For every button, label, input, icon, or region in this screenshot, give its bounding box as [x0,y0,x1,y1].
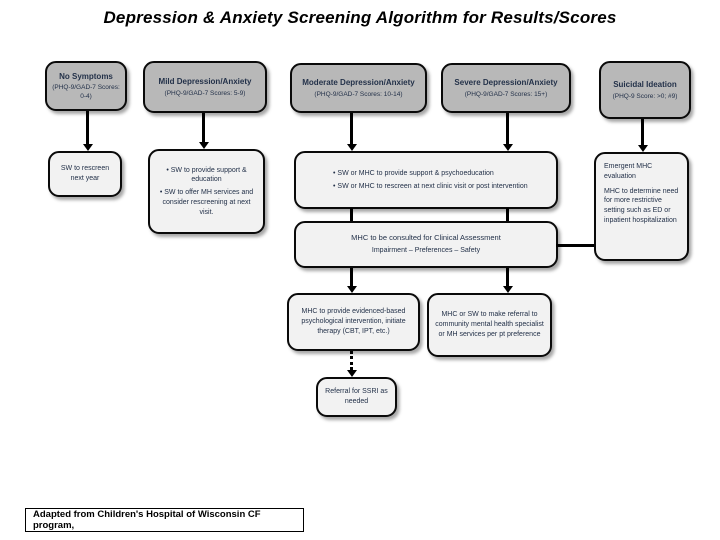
box-no-symptoms-label: No Symptoms [59,71,113,81]
box-no-symptoms-sub: (PHQ-9/GAD-7 Scores: 0-4) [52,84,120,101]
connector-action-to-consult-left [346,208,357,221]
box-rescreen: SW to rescreen next year [48,151,122,197]
emergent-mhc-line: Emergent MHC evaluation [604,163,653,180]
box-rescreen-text: SW to rescreen next year [60,165,110,182]
ssri-referral-text: Referral for SSRI as needed [325,388,388,405]
connector-action-to-consult-right [502,208,513,221]
arrowhead-icon [346,144,357,151]
connector-mild-down-arrow [198,113,209,149]
connector-line [506,113,509,144]
mild-action-bullets: SW to provide support & education SW to … [155,163,258,221]
community-referral-text: MHC or SW to make referral to community … [435,311,544,338]
moderate-severe-bullet: SW or MHC to rescreen at next clinic vis… [333,182,551,192]
connector-line [506,208,509,221]
box-community-referral: MHC or SW to make referral to community … [427,293,552,357]
box-moderate-severe-action: SW or MHC to provide support & psychoedu… [294,151,558,209]
box-suicidal-sub: (PHQ-9 Score: >0; #9) [612,92,678,100]
connector-dotted-line [350,351,353,370]
box-mild-action: SW to provide support & education SW to … [148,149,265,234]
emergent-mhc-text: Emergent MHC evaluation MHC to determine… [601,157,682,231]
mild-action-bullet: SW to provide support & education [155,166,258,186]
page-title: Depression & Anxiety Screening Algorithm… [103,8,617,27]
connector-dotted-to-ssri-arrow [346,351,357,377]
connector-line [350,208,353,221]
box-no-symptoms: No Symptoms (PHQ-9/GAD-7 Scores: 0-4) [45,61,127,111]
box-moderate: Moderate Depression/Anxiety (PHQ-9/GAD-7… [290,63,427,113]
attribution-note: Adapted from Children's Hospital of Wisc… [25,508,304,532]
connector-consult-to-referral-arrow [502,268,513,293]
connector-line [350,268,353,286]
connector-severe-down-arrow [502,113,513,151]
box-emergent-mhc: Emergent MHC evaluation MHC to determine… [594,152,689,261]
arrowhead-icon [502,286,513,293]
box-moderate-sub: (PHQ-9/GAD-7 Scores: 10-14) [314,90,403,98]
connector-moderate-down-arrow [346,113,357,151]
connector-consult-to-emergent [556,244,594,247]
connector-line [641,119,644,145]
connector-consult-to-evidence-arrow [346,268,357,293]
arrowhead-icon [346,286,357,293]
box-mild-label: Mild Depression/Anxiety [158,77,252,87]
moderate-severe-bullets: SW or MHC to provide support & psychoedu… [301,166,551,195]
emergent-mhc-line: MHC to determine need for more restricti… [604,187,679,224]
arrowhead-icon [346,370,357,377]
arrowhead-icon [82,144,93,151]
evidence-based-text: MHC to provide evidenced-based psycholog… [301,308,406,335]
arrowhead-icon [198,142,209,149]
connector-line [506,268,509,286]
connector-line [350,113,353,144]
box-ssri-referral: Referral for SSRI as needed [316,377,397,417]
box-suicidal-label: Suicidal Ideation [613,80,677,90]
arrowhead-icon [502,144,513,151]
moderate-severe-bullet: SW or MHC to provide support & psychoedu… [333,169,551,179]
mild-action-bullet: SW to offer MH services and consider res… [155,188,258,217]
mhc-consult-line2: Impairment – Preferences – Safety [371,246,481,254]
connector-line [86,111,89,144]
box-moderate-label: Moderate Depression/Anxiety [302,78,415,88]
box-mild: Mild Depression/Anxiety (PHQ-9/GAD-7 Sco… [143,61,267,113]
box-severe-label: Severe Depression/Anxiety [454,78,558,88]
connector-suicidal-down-arrow [637,119,648,152]
connector-no-symptoms-down-arrow [82,111,93,151]
box-evidence-based-intervention: MHC to provide evidenced-based psycholog… [287,293,420,351]
mhc-consult-line1: MHC to be consulted for Clinical Assessm… [351,233,501,243]
box-severe: Severe Depression/Anxiety (PHQ-9/GAD-7 S… [441,63,571,113]
connector-line [202,113,205,142]
box-mild-sub: (PHQ-9/GAD-7 Scores: 5-9) [164,89,246,97]
box-mhc-consult: MHC to be consulted for Clinical Assessm… [294,221,558,268]
box-suicidal: Suicidal Ideation (PHQ-9 Score: >0; #9) [599,61,691,119]
arrowhead-icon [637,145,648,152]
box-severe-sub: (PHQ-9/GAD-7 Scores: 15+) [464,90,548,98]
